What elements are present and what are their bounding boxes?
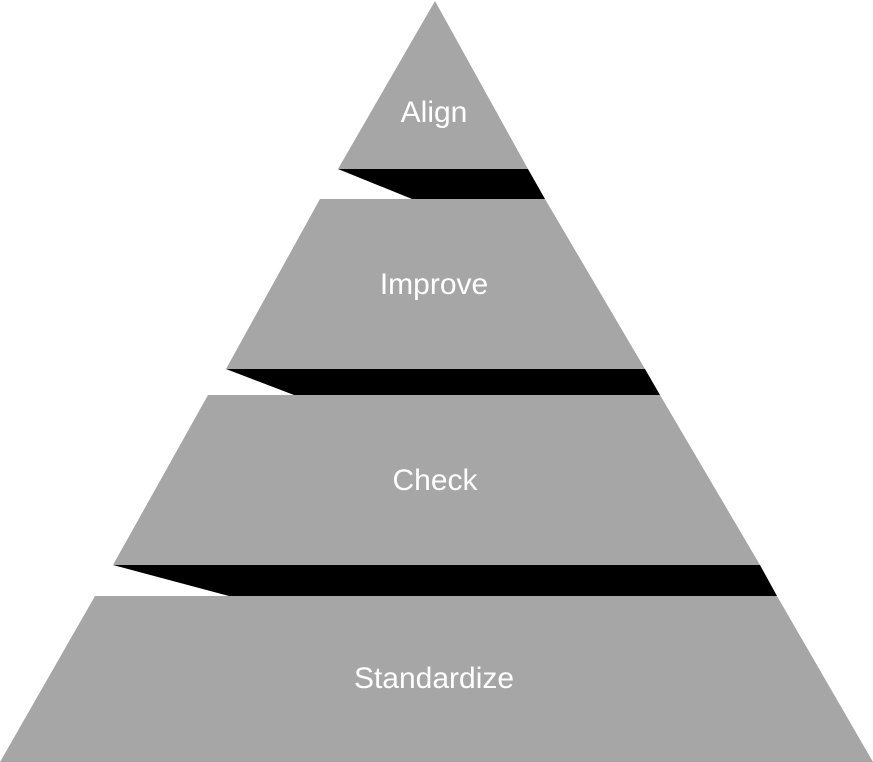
tier-shadow-1	[338, 169, 545, 199]
tier-label-check: Check	[392, 464, 478, 497]
tier-improve	[226, 199, 645, 369]
tier-align	[338, 1, 528, 169]
tier-label-standardize: Standardize	[354, 662, 514, 695]
tier-shadow-2	[226, 369, 660, 395]
tier-standardize	[0, 596, 873, 762]
tier-label-improve: Improve	[380, 268, 488, 301]
tier-check	[113, 395, 760, 565]
tier-shadow-3	[113, 565, 777, 596]
tier-label-align: Align	[401, 96, 468, 129]
